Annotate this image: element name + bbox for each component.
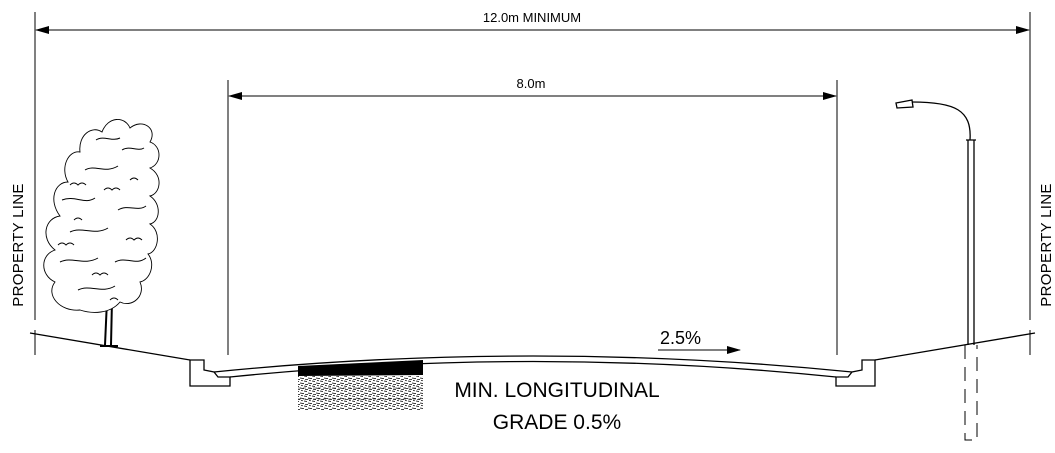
- overall-dimension: 12.0m MINIMUM: [35, 10, 1030, 34]
- grade-note-line2: GRADE 0.5%: [493, 411, 621, 434]
- cross-slope-indicator: 2.5%: [658, 328, 741, 354]
- tree-illustration: [43, 119, 160, 347]
- right-curb: [835, 359, 876, 387]
- roadway-dimension: 8.0m: [227, 76, 838, 355]
- roadway-dimension-label: 8.0m: [517, 76, 546, 91]
- property-line-label-left: PROPERTY LINE: [10, 183, 27, 306]
- left-curb: [189, 359, 231, 387]
- street-light-pole: [895, 99, 978, 441]
- grade-note-line1: MIN. LONGITUDINAL: [454, 379, 659, 402]
- overall-dimension-label: 12.0m MINIMUM: [483, 10, 581, 25]
- property-line-label-right: PROPERTY LINE: [1038, 183, 1055, 306]
- pavement-structure: [298, 360, 423, 410]
- cross-slope-label: 2.5%: [660, 328, 701, 348]
